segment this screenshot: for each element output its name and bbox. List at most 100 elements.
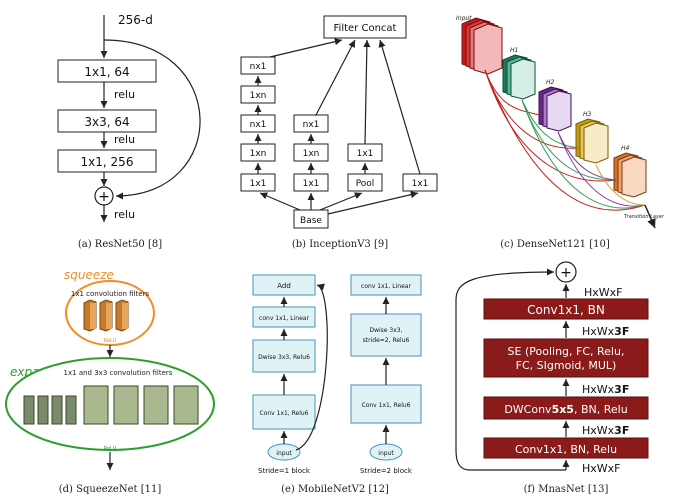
mobile2-dwise bbox=[350, 313, 422, 357]
inception-c2-b3-label: 1x1 bbox=[303, 179, 320, 189]
resnet-layer-1-label: 1x1, 64 bbox=[84, 65, 129, 79]
resnet-relu-2: relu bbox=[114, 133, 135, 146]
squeeze-filters-label: 1x1 convolution filters bbox=[71, 290, 150, 298]
densenet-input-label: Input bbox=[456, 15, 472, 22]
mnas-layer-1 bbox=[483, 298, 649, 320]
mnas-layer-4 bbox=[483, 437, 649, 459]
mobile1-input-label: input bbox=[276, 450, 292, 457]
inception-c1-b5-label: 1x1 bbox=[250, 179, 267, 189]
mobile1-dwise bbox=[252, 339, 316, 373]
mobile2-conv-linear-label: conv 1x1, Linear bbox=[361, 283, 411, 290]
densenet-h4-label: H4 bbox=[621, 145, 630, 152]
squeeze-relu-2: ReLU bbox=[104, 446, 117, 452]
mobilenet-panel: Add conv 1x1, Linear Dwise 3x3, Relu6 Co… bbox=[252, 274, 422, 495]
resnet-layer-2 bbox=[57, 109, 157, 133]
densenet-block-1: H1 bbox=[502, 47, 536, 100]
mnas-dim-3-prefix: HxWx bbox=[582, 424, 615, 437]
inception-caption: (b) InceptionV3 [9] bbox=[292, 239, 388, 250]
mobile1-residual bbox=[295, 283, 328, 451]
mobile2-conv-relu-label: Conv 1x1, Relu6 bbox=[362, 402, 411, 409]
mnas-skip-connection bbox=[455, 268, 566, 471]
resnet-relu-out: relu bbox=[114, 208, 135, 221]
inception-panel: Filter Concat nx1 1xn nx1 1xn 1x1 nx1 1x… bbox=[240, 15, 438, 250]
densenet-h1-label: H1 bbox=[510, 47, 518, 54]
densenet-panel: Input H1 H2 H3 H4 bbox=[456, 15, 665, 250]
mobile2-dwise-line2: stride=2, Relu6 bbox=[363, 337, 410, 344]
mnas-layer-2-label: SE (Pooling, FC, Relu,FC, SIgmoid, MUL) bbox=[508, 345, 625, 372]
densenet-dense-connections bbox=[484, 69, 646, 211]
densenet-block-2: H2 bbox=[538, 79, 572, 132]
mobilenet-caption: (e) MobileNetV2 [12] bbox=[281, 484, 389, 495]
mobile1-conv-relu-label: Conv 1x1, Relu6 bbox=[260, 410, 309, 417]
resnet-add-symbol: + bbox=[98, 189, 110, 205]
mobile1-conv-linear-label: conv 1x1, Linear bbox=[259, 315, 309, 322]
mobile2-conv-linear bbox=[350, 274, 422, 296]
mobile1-conv-relu bbox=[252, 394, 316, 430]
resnet-layer-1 bbox=[57, 59, 157, 83]
inception-c1-b2-label: 1xn bbox=[250, 91, 267, 101]
densenet-h3-label: H3 bbox=[583, 111, 592, 118]
expand-filters bbox=[23, 385, 199, 425]
expand-ellipse bbox=[5, 357, 215, 451]
densenet-caption: (c) DenseNet121 [10] bbox=[500, 239, 610, 250]
densenet-output-label: Transition Layer bbox=[624, 214, 665, 220]
squeeze-filters bbox=[83, 299, 129, 332]
mnas-dim-1: HxWx3F bbox=[582, 325, 629, 338]
inception-c3-b1-label: 1x1 bbox=[357, 149, 374, 159]
mnas-dim-1-suffix: 3F bbox=[614, 325, 629, 338]
mnas-layer-3 bbox=[483, 396, 649, 420]
mnas-layer-3-label: DWConv5x5, BN, Relu bbox=[504, 403, 627, 416]
mnas-layer-2 bbox=[483, 338, 649, 378]
densenet-h2-label: H2 bbox=[546, 79, 555, 86]
inception-c3-pool-label: Pool bbox=[356, 179, 375, 189]
mnas-dim-2: HxWx3F bbox=[582, 383, 629, 396]
mnas-layer-2-line1: SE (Pooling, FC, Relu, bbox=[508, 345, 625, 358]
mobile2-dwise-label: Dwise 3x3, stride=2, Relu6 bbox=[363, 327, 410, 344]
mnas-dim-1-prefix: HxWx bbox=[582, 325, 615, 338]
densenet-block-3: H3 bbox=[575, 111, 609, 164]
resnet-layer-2-label: 3x3, 64 bbox=[84, 115, 129, 129]
mobile1-caption: Stride=1 block bbox=[258, 467, 311, 475]
densenet-input-block: Input bbox=[456, 15, 503, 75]
mobile1-dwise-label: Dwise 3x3, Relu6 bbox=[258, 354, 310, 361]
mobile1-add-label: Add bbox=[277, 282, 291, 290]
resnet-relu-1: relu bbox=[114, 88, 135, 101]
inception-c1-b1 bbox=[240, 56, 276, 75]
inception-filter-concat-label: Filter Concat bbox=[334, 23, 397, 34]
inception-c2-b1-label: nx1 bbox=[303, 120, 320, 130]
mnas-layer-3-post: , BN, Relu bbox=[574, 403, 628, 416]
mnasnet-caption: (f) MnasNet [13] bbox=[524, 484, 609, 495]
mnas-layer-4-label: Conv1x1, BN, Relu bbox=[515, 443, 617, 456]
inception-c4-b1-label: 1x1 bbox=[412, 179, 429, 189]
mnas-add-symbol: + bbox=[560, 265, 572, 281]
mobile1-add bbox=[252, 274, 316, 296]
mnasnet-panel: + HxWxF Conv1x1, BN HxWx3F SE (Pooling, … bbox=[455, 261, 649, 495]
inception-c1-b3-label: nx1 bbox=[250, 120, 267, 130]
expand-filters-label: 1x1 and 3x3 convolution filters bbox=[64, 369, 173, 377]
mnas-layer-3-bold: 5x5 bbox=[552, 403, 574, 416]
mobile2-caption: Stride=2 block bbox=[360, 467, 413, 475]
resnet-layer-3 bbox=[57, 149, 157, 173]
mnas-dim-2-suffix: 3F bbox=[614, 383, 629, 396]
resnet-layer-3-label: 1x1, 256 bbox=[81, 155, 134, 169]
mnas-dim-2-prefix: HxWx bbox=[582, 383, 615, 396]
resnet-input-label: 256-d bbox=[118, 13, 153, 27]
resnet-skip-connection bbox=[103, 39, 201, 200]
squeezenet-panel: squeeze 1x1 convolution filters ReLU exp… bbox=[5, 268, 215, 495]
mnas-dim-3: HxWx3F bbox=[582, 424, 629, 437]
mnas-layer-3-pre: DWConv bbox=[504, 403, 552, 416]
resnet-caption: (a) ResNet50 [8] bbox=[78, 239, 162, 250]
mobile2-dwise-line1: Dwise 3x3, bbox=[369, 327, 402, 334]
resnet-panel: 256-d 1x1, 64 relu 3x3, 64 relu 1x1, 256… bbox=[57, 13, 201, 250]
inception-c2-b1 bbox=[293, 114, 329, 133]
densenet-block-4: H4 bbox=[613, 145, 647, 198]
mobile2-input-label: input bbox=[378, 450, 394, 457]
mnas-add-node bbox=[555, 261, 577, 283]
squeezenet-caption: (d) SqueezeNet [11] bbox=[59, 484, 162, 495]
mnas-dim-0: HxWxF bbox=[584, 286, 623, 299]
squeeze-label: squeeze bbox=[64, 268, 114, 282]
inception-filter-concat bbox=[323, 15, 407, 39]
mnas-layer-2-line2: FC, SIgmoid, MUL) bbox=[516, 359, 617, 372]
inception-c2-b2-label: 1xn bbox=[303, 149, 320, 159]
mnas-dim-4: HxWxF bbox=[582, 462, 621, 475]
